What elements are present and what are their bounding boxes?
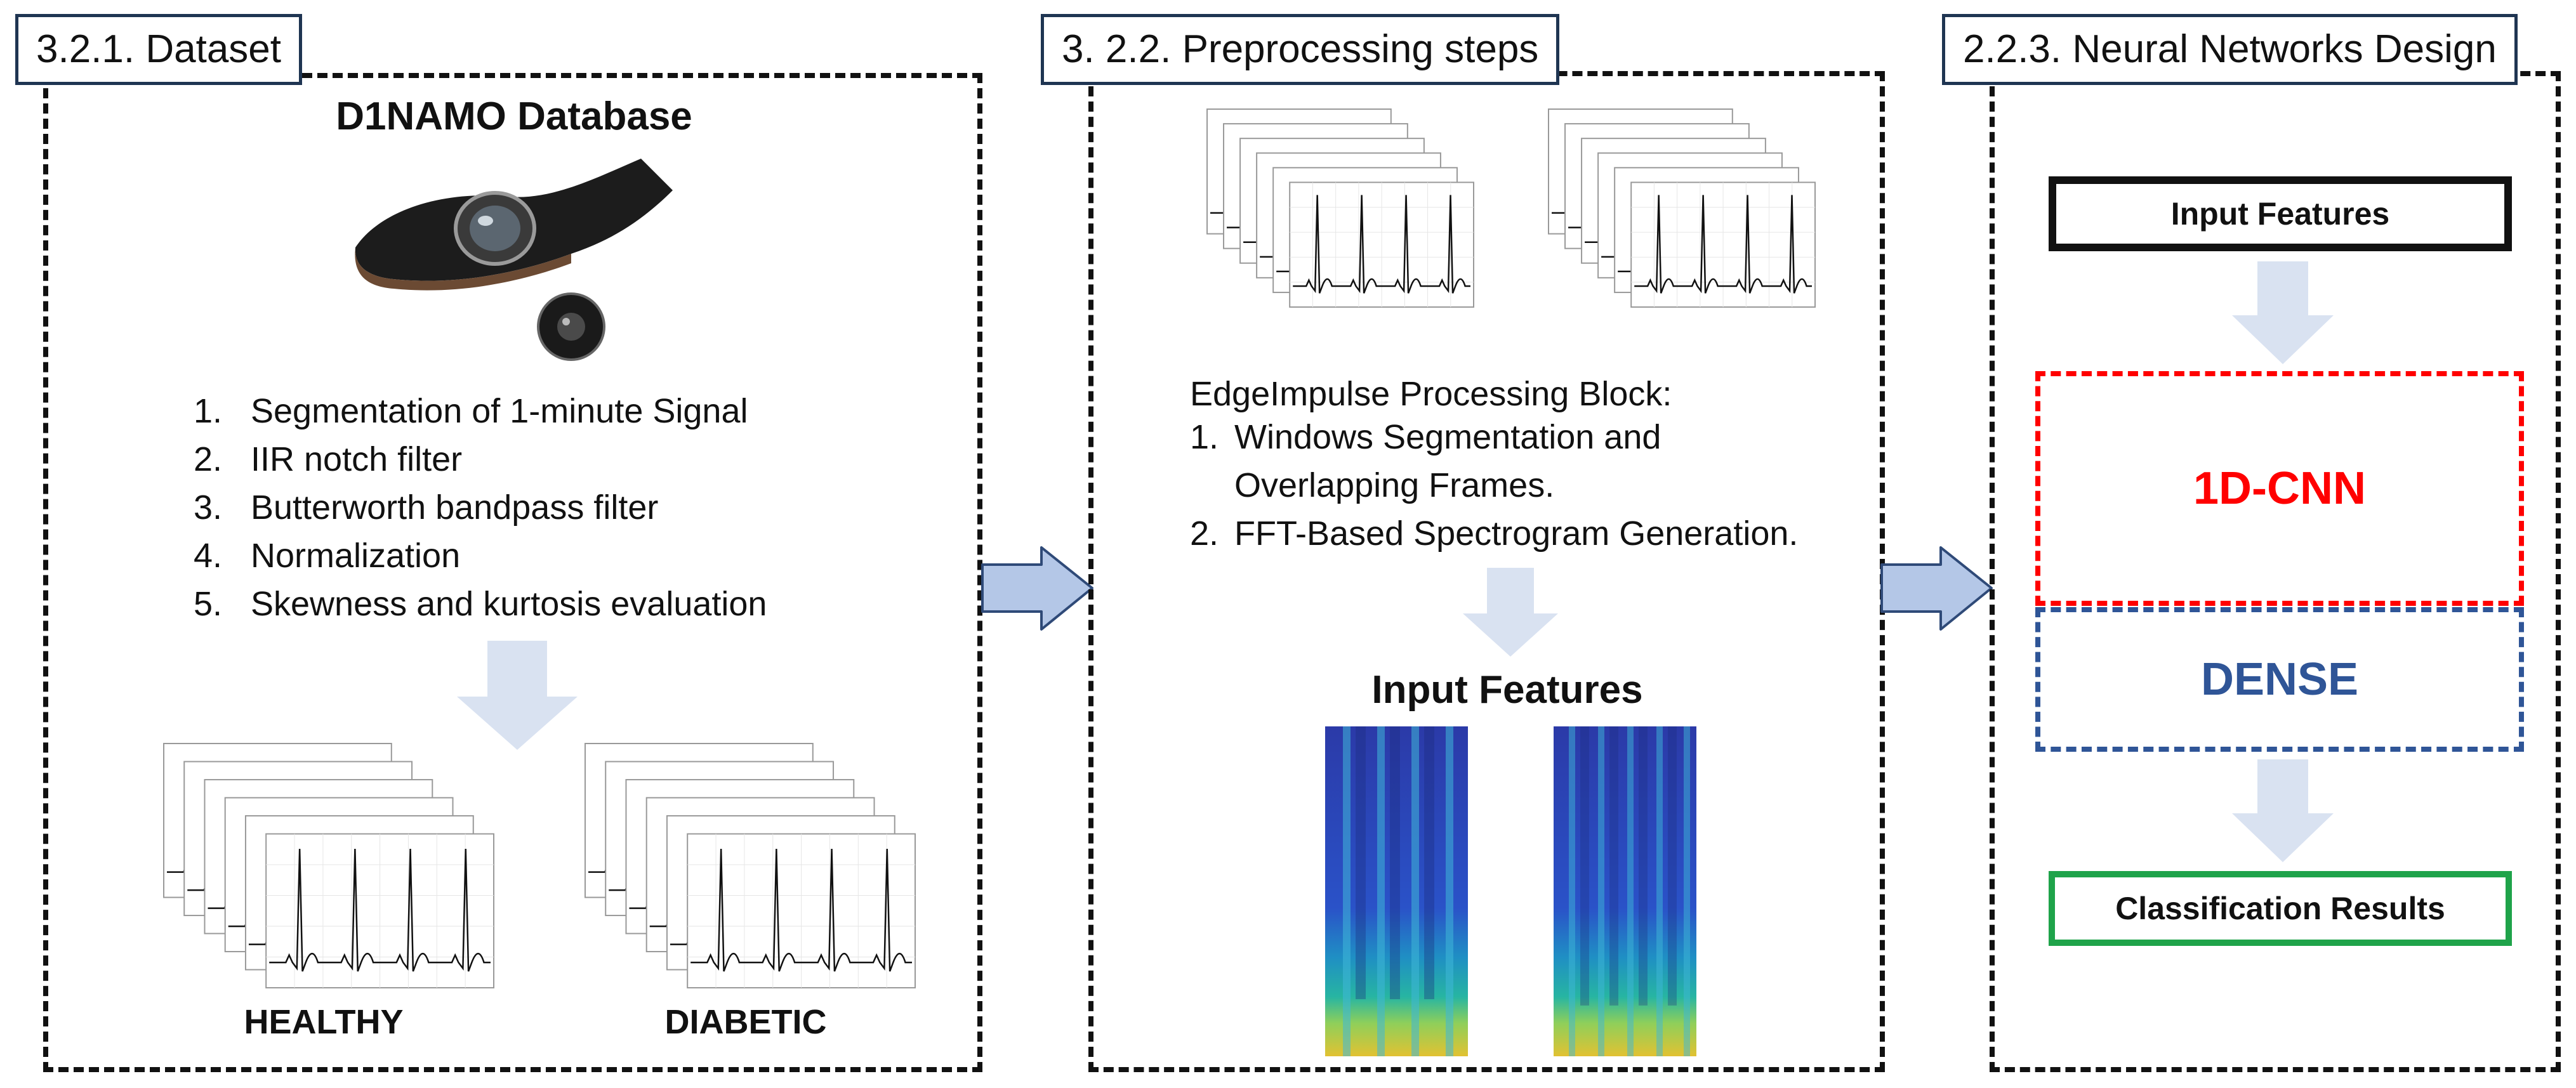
- list-item: 5.Skewness and kurtosis evaluation: [194, 585, 767, 623]
- nn-design-tab: 2.2.3. Neural Networks Design: [1942, 14, 2518, 85]
- spectrogram-image-left: [1325, 726, 1468, 1056]
- ecg-stack-right: [1548, 108, 1816, 308]
- dataset-tab: 3.2.1. Dataset: [15, 14, 303, 85]
- list-item: 3.Butterworth bandpass filter: [194, 488, 659, 527]
- ecg-stack-left: [1206, 108, 1474, 308]
- down-arrow-icon: [457, 641, 578, 750]
- edgeimpulse-block-title: EdgeImpulse Processing Block:: [1190, 375, 1672, 413]
- healthy-ecg-stack: [163, 743, 494, 988]
- input-features-title: Input Features: [1371, 668, 1643, 712]
- down-arrow-icon: [2232, 261, 2334, 364]
- list-item: 1.Segmentation of 1-minute Signal: [194, 392, 748, 430]
- classification-results-box: Classification Results: [2049, 871, 2512, 946]
- list-item: 4.Normalization: [194, 537, 461, 575]
- spectrogram-image-right: [1554, 726, 1696, 1056]
- diabetic-label: DIABETIC: [664, 1003, 827, 1041]
- preprocessing-tab: 3. 2.2. Preprocessing steps: [1041, 14, 1560, 85]
- cnn-box: 1D-CNN: [2035, 371, 2524, 606]
- diabetic-ecg-stack: [585, 743, 916, 988]
- input-features-box: Input Features: [2049, 176, 2512, 251]
- healthy-label: HEALTHY: [244, 1003, 404, 1041]
- dataset-panel: [43, 73, 982, 1072]
- down-arrow-icon: [2232, 759, 2334, 862]
- ecg-trace: [690, 849, 912, 972]
- list-item: 2.IIR notch filter: [194, 440, 463, 478]
- dataset-steps-list: 1.Segmentation of 1-minute Signal 2.IIR …: [194, 387, 904, 628]
- right-arrow-icon: [1880, 546, 1993, 631]
- ecg-trace: [269, 849, 491, 972]
- dense-box: DENSE: [2035, 607, 2524, 752]
- d1namo-title: D1NAMO Database: [336, 95, 692, 138]
- ecg-trace: [1634, 195, 1812, 294]
- arrow-fill: [457, 641, 578, 750]
- ecg-device-image: [355, 159, 673, 361]
- down-arrow-icon: [1463, 568, 1558, 657]
- right-arrow-icon: [981, 546, 1093, 631]
- list-item: 2. FFT-Based Spectrogram Generation.: [1190, 515, 1799, 553]
- ecg-trace: [1293, 195, 1470, 294]
